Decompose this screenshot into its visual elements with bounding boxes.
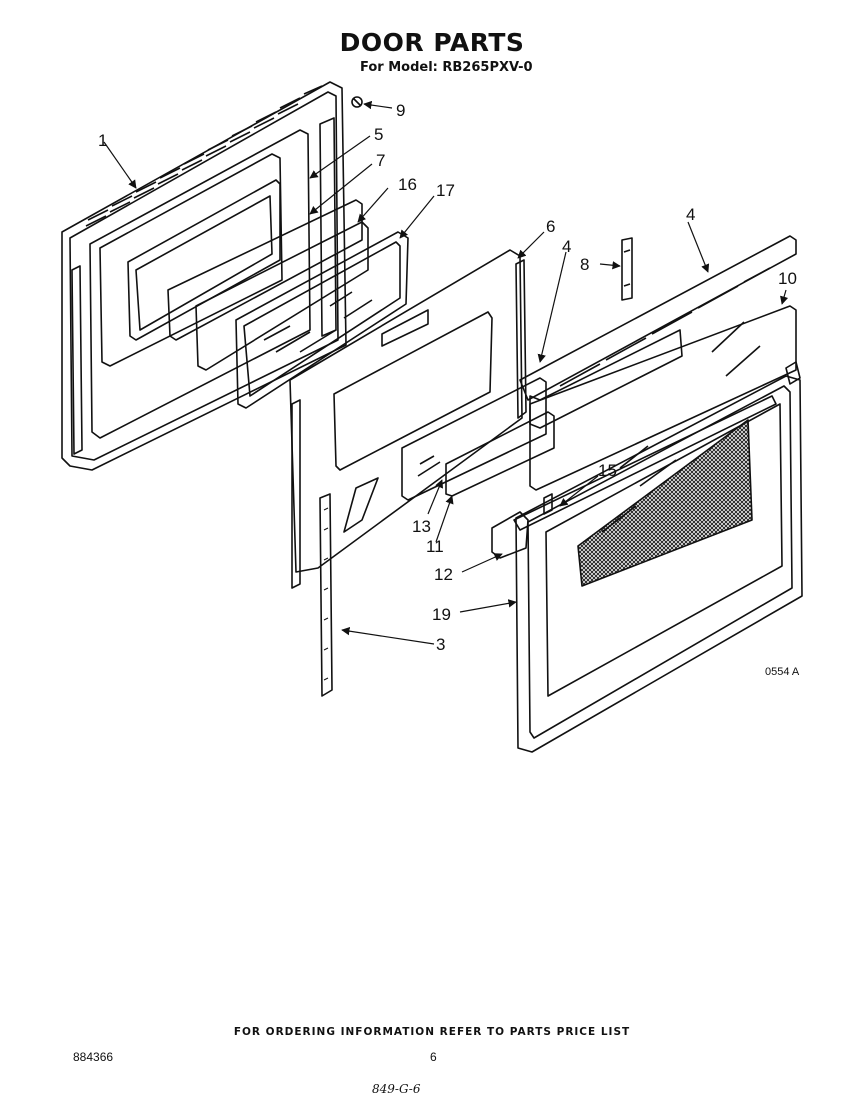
leader-5 — [309, 135, 371, 179]
leader-6 — [517, 231, 545, 259]
leader-4b — [687, 221, 710, 273]
outer-glass-10 — [529, 305, 797, 587]
top-trim-4 — [519, 235, 797, 429]
page-number: 6 — [430, 1050, 437, 1064]
side-trim-3 — [319, 493, 333, 697]
figure-reference-code: 0554 A — [765, 666, 800, 678]
callout-17: 17 — [436, 181, 455, 200]
callout-1: 1 — [98, 131, 107, 150]
callout-10: 10 — [778, 269, 797, 288]
callout-11: 11 — [426, 537, 444, 556]
document-number: 884366 — [73, 1050, 114, 1064]
callout-8: 8 — [580, 255, 589, 274]
leader-8 — [599, 261, 621, 270]
callout-4a: 4 — [562, 237, 571, 256]
callout-3: 3 — [436, 635, 445, 654]
leader-12 — [461, 553, 503, 573]
inner-door-panel — [61, 81, 347, 471]
callout-15: 15 — [598, 461, 617, 480]
leader-15 — [559, 475, 599, 507]
model-subtitle: For Model: RB265PXV-0 — [360, 60, 533, 75]
callout-7: 7 — [376, 151, 385, 170]
callout-19: 19 — [432, 605, 451, 624]
callout-13: 13 — [412, 517, 431, 536]
leader-17 — [399, 195, 435, 239]
leader-1 — [103, 141, 137, 189]
callout-12: 12 — [434, 565, 453, 584]
callout-6: 6 — [546, 217, 555, 236]
callout-4b: 4 — [686, 205, 695, 224]
glass-panel-17 — [235, 231, 409, 409]
leader-16 — [357, 187, 389, 223]
callout-16: 16 — [398, 175, 417, 194]
handle-bracket-12 — [491, 395, 777, 559]
leader-3 — [341, 626, 435, 645]
hinge-8 — [621, 237, 633, 301]
callout-9: 9 — [396, 101, 405, 120]
handwritten-note: 849-G-6 — [372, 1082, 421, 1096]
leader-9 — [363, 100, 393, 110]
spacer-wedge — [343, 477, 379, 533]
inner-glass-frame — [99, 153, 283, 367]
page-title: DOOR PARTS — [339, 28, 525, 57]
leader-10 — [780, 289, 789, 305]
leader-7 — [309, 163, 373, 215]
outer-door-frame-19 — [515, 361, 803, 753]
leader-13 — [427, 479, 444, 515]
screw-9 — [351, 96, 363, 108]
callout-5: 5 — [374, 125, 383, 144]
leader-19 — [459, 599, 517, 613]
glass-panel-11 — [401, 377, 555, 501]
leader-4a — [537, 251, 567, 363]
ordering-note: FOR ORDERING INFORMATION REFER TO PARTS … — [233, 1026, 631, 1038]
door-liner-6 — [289, 249, 527, 589]
leader-11 — [435, 495, 454, 543]
